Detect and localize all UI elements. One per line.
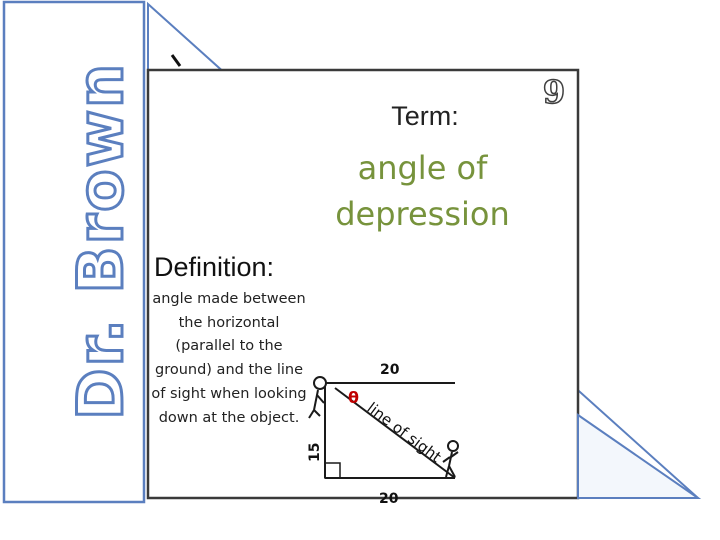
height-label: 15 — [307, 443, 323, 462]
front-card — [146, 68, 580, 500]
card-number: 9 — [542, 73, 566, 111]
tab-mark — [170, 54, 182, 67]
right-angle-marker — [324, 462, 341, 479]
corner-fold — [577, 413, 702, 499]
horizontal-length-label: 20 — [380, 362, 400, 378]
sight-line — [334, 387, 456, 479]
term-label: Term: — [391, 101, 459, 131]
side-title: Dr. Brown — [63, 60, 139, 421]
angle-symbol: θ — [348, 388, 359, 407]
definition-label: Definition: — [154, 252, 275, 282]
ground-length-label: 20 — [379, 491, 399, 507]
side-panel — [2, 0, 146, 504]
term-word: angle of depression — [335, 149, 510, 233]
definition-text: angle made between the horizontal (paral… — [151, 291, 307, 426]
observer-figure — [308, 376, 327, 419]
object-figure — [442, 440, 459, 478]
